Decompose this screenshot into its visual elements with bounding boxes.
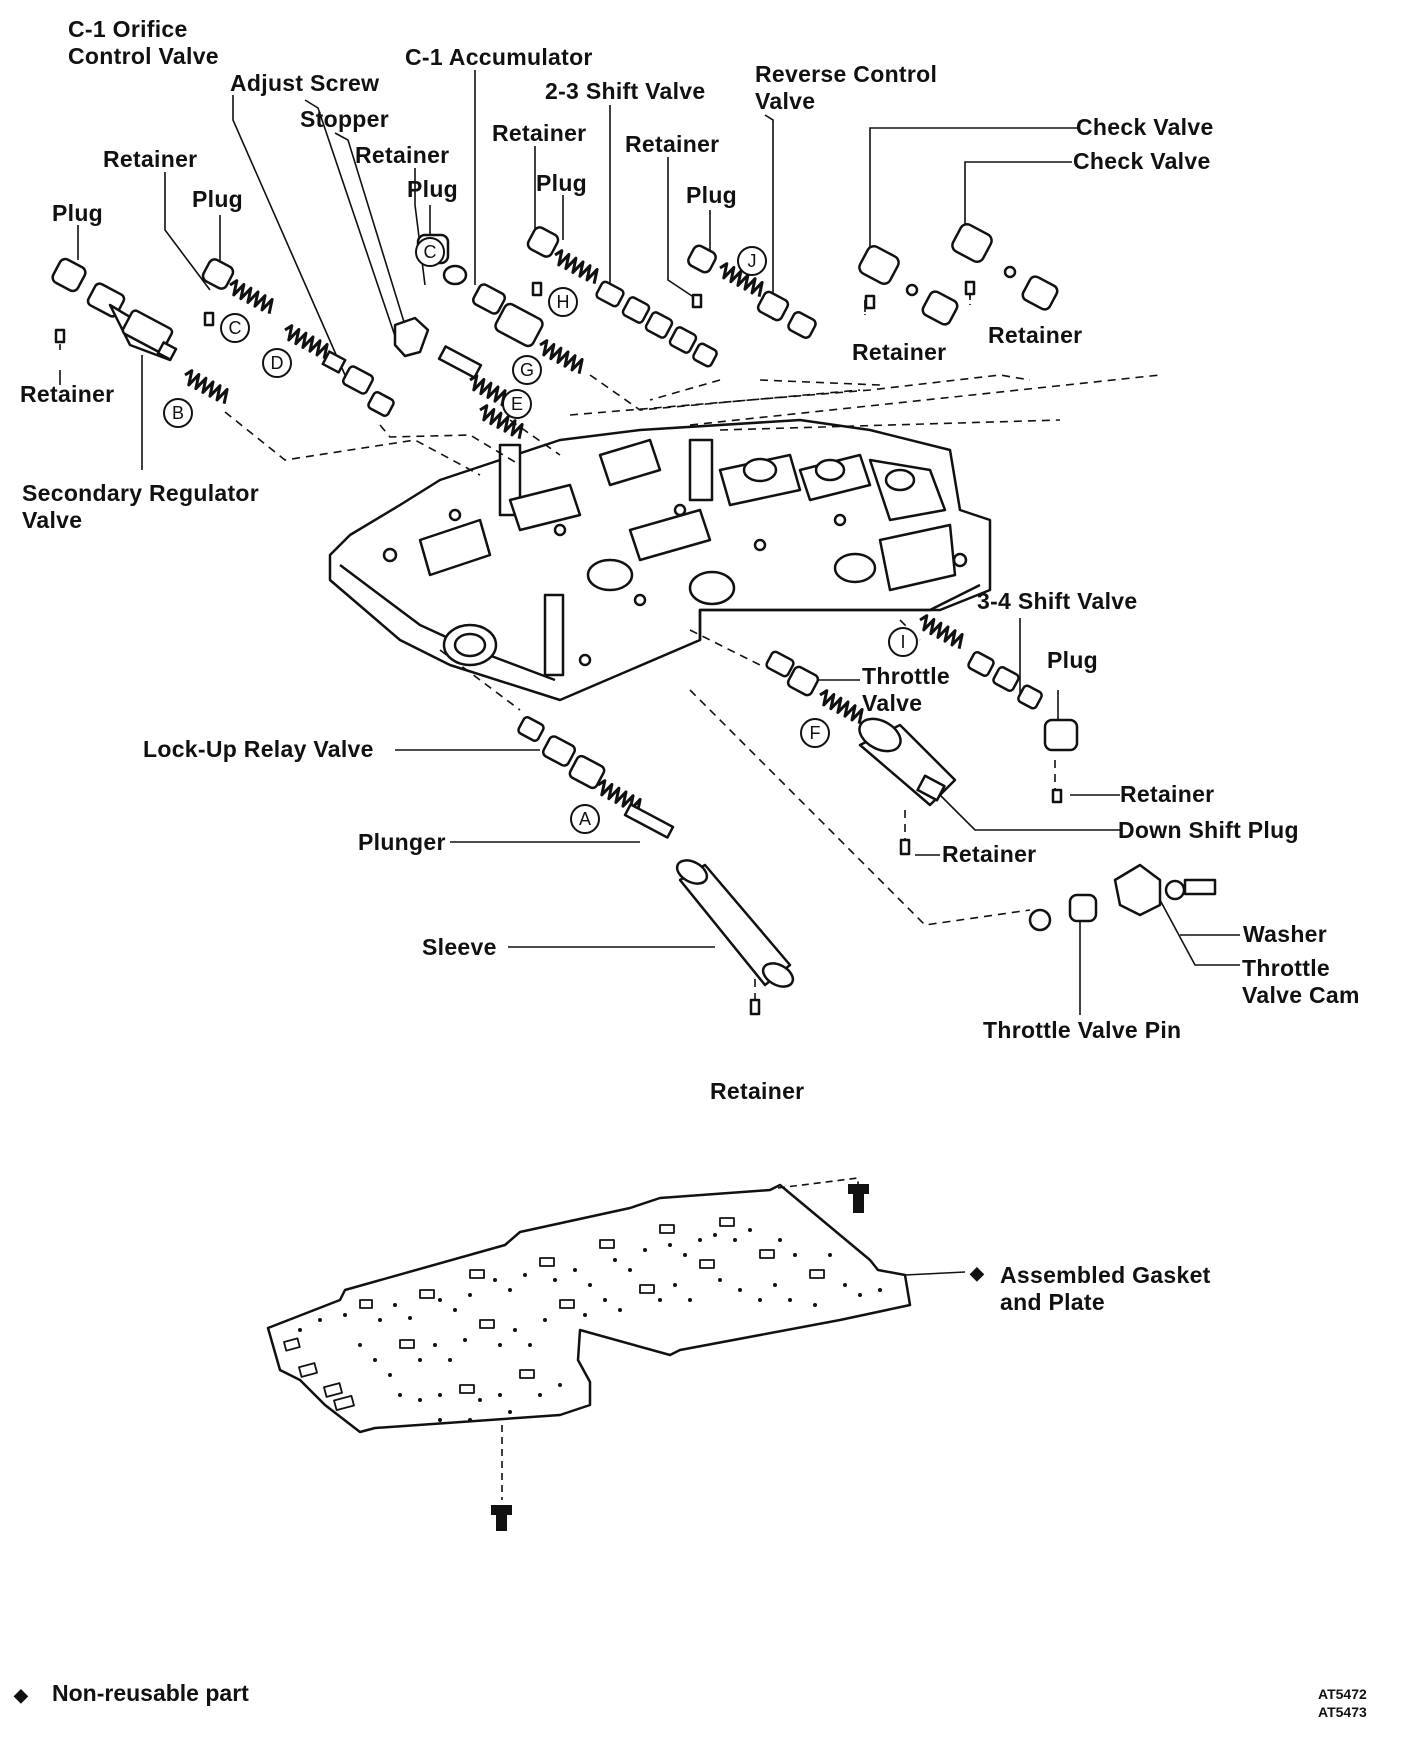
plate-dashed-lines: [501, 1177, 859, 1500]
label-throttle-valve-pin: Throttle Valve Pin: [983, 1017, 1182, 1043]
label-c1-orifice-control-valve: C-1 Orifice Control Valve: [68, 16, 219, 69]
legend-non-reusable-part: Non-reusable part: [52, 1680, 249, 1706]
spring-callout-g: G: [512, 355, 542, 385]
label-plug-2: Plug: [192, 186, 244, 212]
label-plug-right: Plug: [1047, 647, 1099, 673]
spring-callout-c: C: [220, 313, 250, 343]
label-retainer-down-shift: Retainer: [942, 841, 1037, 867]
label-plug-1: Plug: [52, 200, 104, 226]
label-stopper: Stopper: [300, 106, 389, 132]
label-plug-4: Plug: [536, 170, 588, 196]
label-reverse-control-valve: Reverse Control Valve: [755, 61, 938, 114]
label-adjust-screw: Adjust Screw: [230, 70, 380, 96]
gasket-plate: [266, 1183, 912, 1434]
spring-callout-h: H: [548, 287, 578, 317]
label-retainer-check-2: Retainer: [988, 322, 1083, 348]
figure-code-1: AT5472: [1318, 1686, 1367, 1702]
label-plug-5: Plug: [686, 182, 738, 208]
label-2-3-shift-valve: 2-3 Shift Valve: [545, 78, 706, 104]
label-sleeve: Sleeve: [422, 934, 497, 960]
spring-callout-f: F: [800, 718, 830, 748]
label-down-shift-plug: Down Shift Plug: [1118, 817, 1299, 843]
legend-diamond-icon: ◆: [14, 1685, 28, 1705]
leader-lines: [59, 70, 1240, 1276]
label-throttle-valve: Throttle Valve: [862, 663, 950, 716]
label-plunger: Plunger: [358, 829, 446, 855]
figure-code-2: AT5473: [1318, 1704, 1367, 1720]
label-plug-3: Plug: [407, 176, 459, 202]
gasket-diamond-icon: ◆: [970, 1263, 985, 1283]
label-secondary-regulator-valve: Secondary Regulator Valve: [22, 480, 260, 533]
label-check-valve-2: Check Valve: [1073, 148, 1211, 174]
spring-callout-e: E: [502, 389, 532, 419]
valve-parts: [51, 222, 1217, 1016]
label-retainer-3: Retainer: [492, 120, 587, 146]
label-lock-up-relay-valve: Lock-Up Relay Valve: [143, 736, 374, 762]
label-retainer-1: Retainer: [103, 146, 198, 172]
upper-valve-body: [328, 418, 992, 702]
plate-bolts: [491, 1184, 869, 1531]
label-3-4-shift-valve: 3-4 Shift Valve: [977, 588, 1138, 614]
spring-callout-d: D: [262, 348, 292, 378]
label-c1-accumulator: C-1 Accumulator: [405, 44, 593, 70]
spring-callout-j: J: [737, 246, 767, 276]
spring-callout-i: I: [888, 627, 918, 657]
label-retainer-left: Retainer: [20, 381, 115, 407]
label-retainer-bottom: Retainer: [710, 1078, 805, 1104]
label-retainer-right: Retainer: [1120, 781, 1215, 807]
label-washer: Washer: [1243, 921, 1328, 947]
spring-callout-b: B: [163, 398, 193, 428]
label-retainer-check-1: Retainer: [852, 339, 947, 365]
label-check-valve-1: Check Valve: [1076, 114, 1214, 140]
label-assembled-gasket-and-plate: Assembled Gasket and Plate: [1000, 1262, 1211, 1315]
spring-callout-c-upper: C: [415, 237, 445, 267]
label-throttle-valve-cam: Throttle Valve Cam: [1242, 955, 1360, 1008]
label-retainer-2: Retainer: [355, 142, 450, 168]
spring-callout-a: A: [570, 804, 600, 834]
label-retainer-4: Retainer: [625, 131, 720, 157]
